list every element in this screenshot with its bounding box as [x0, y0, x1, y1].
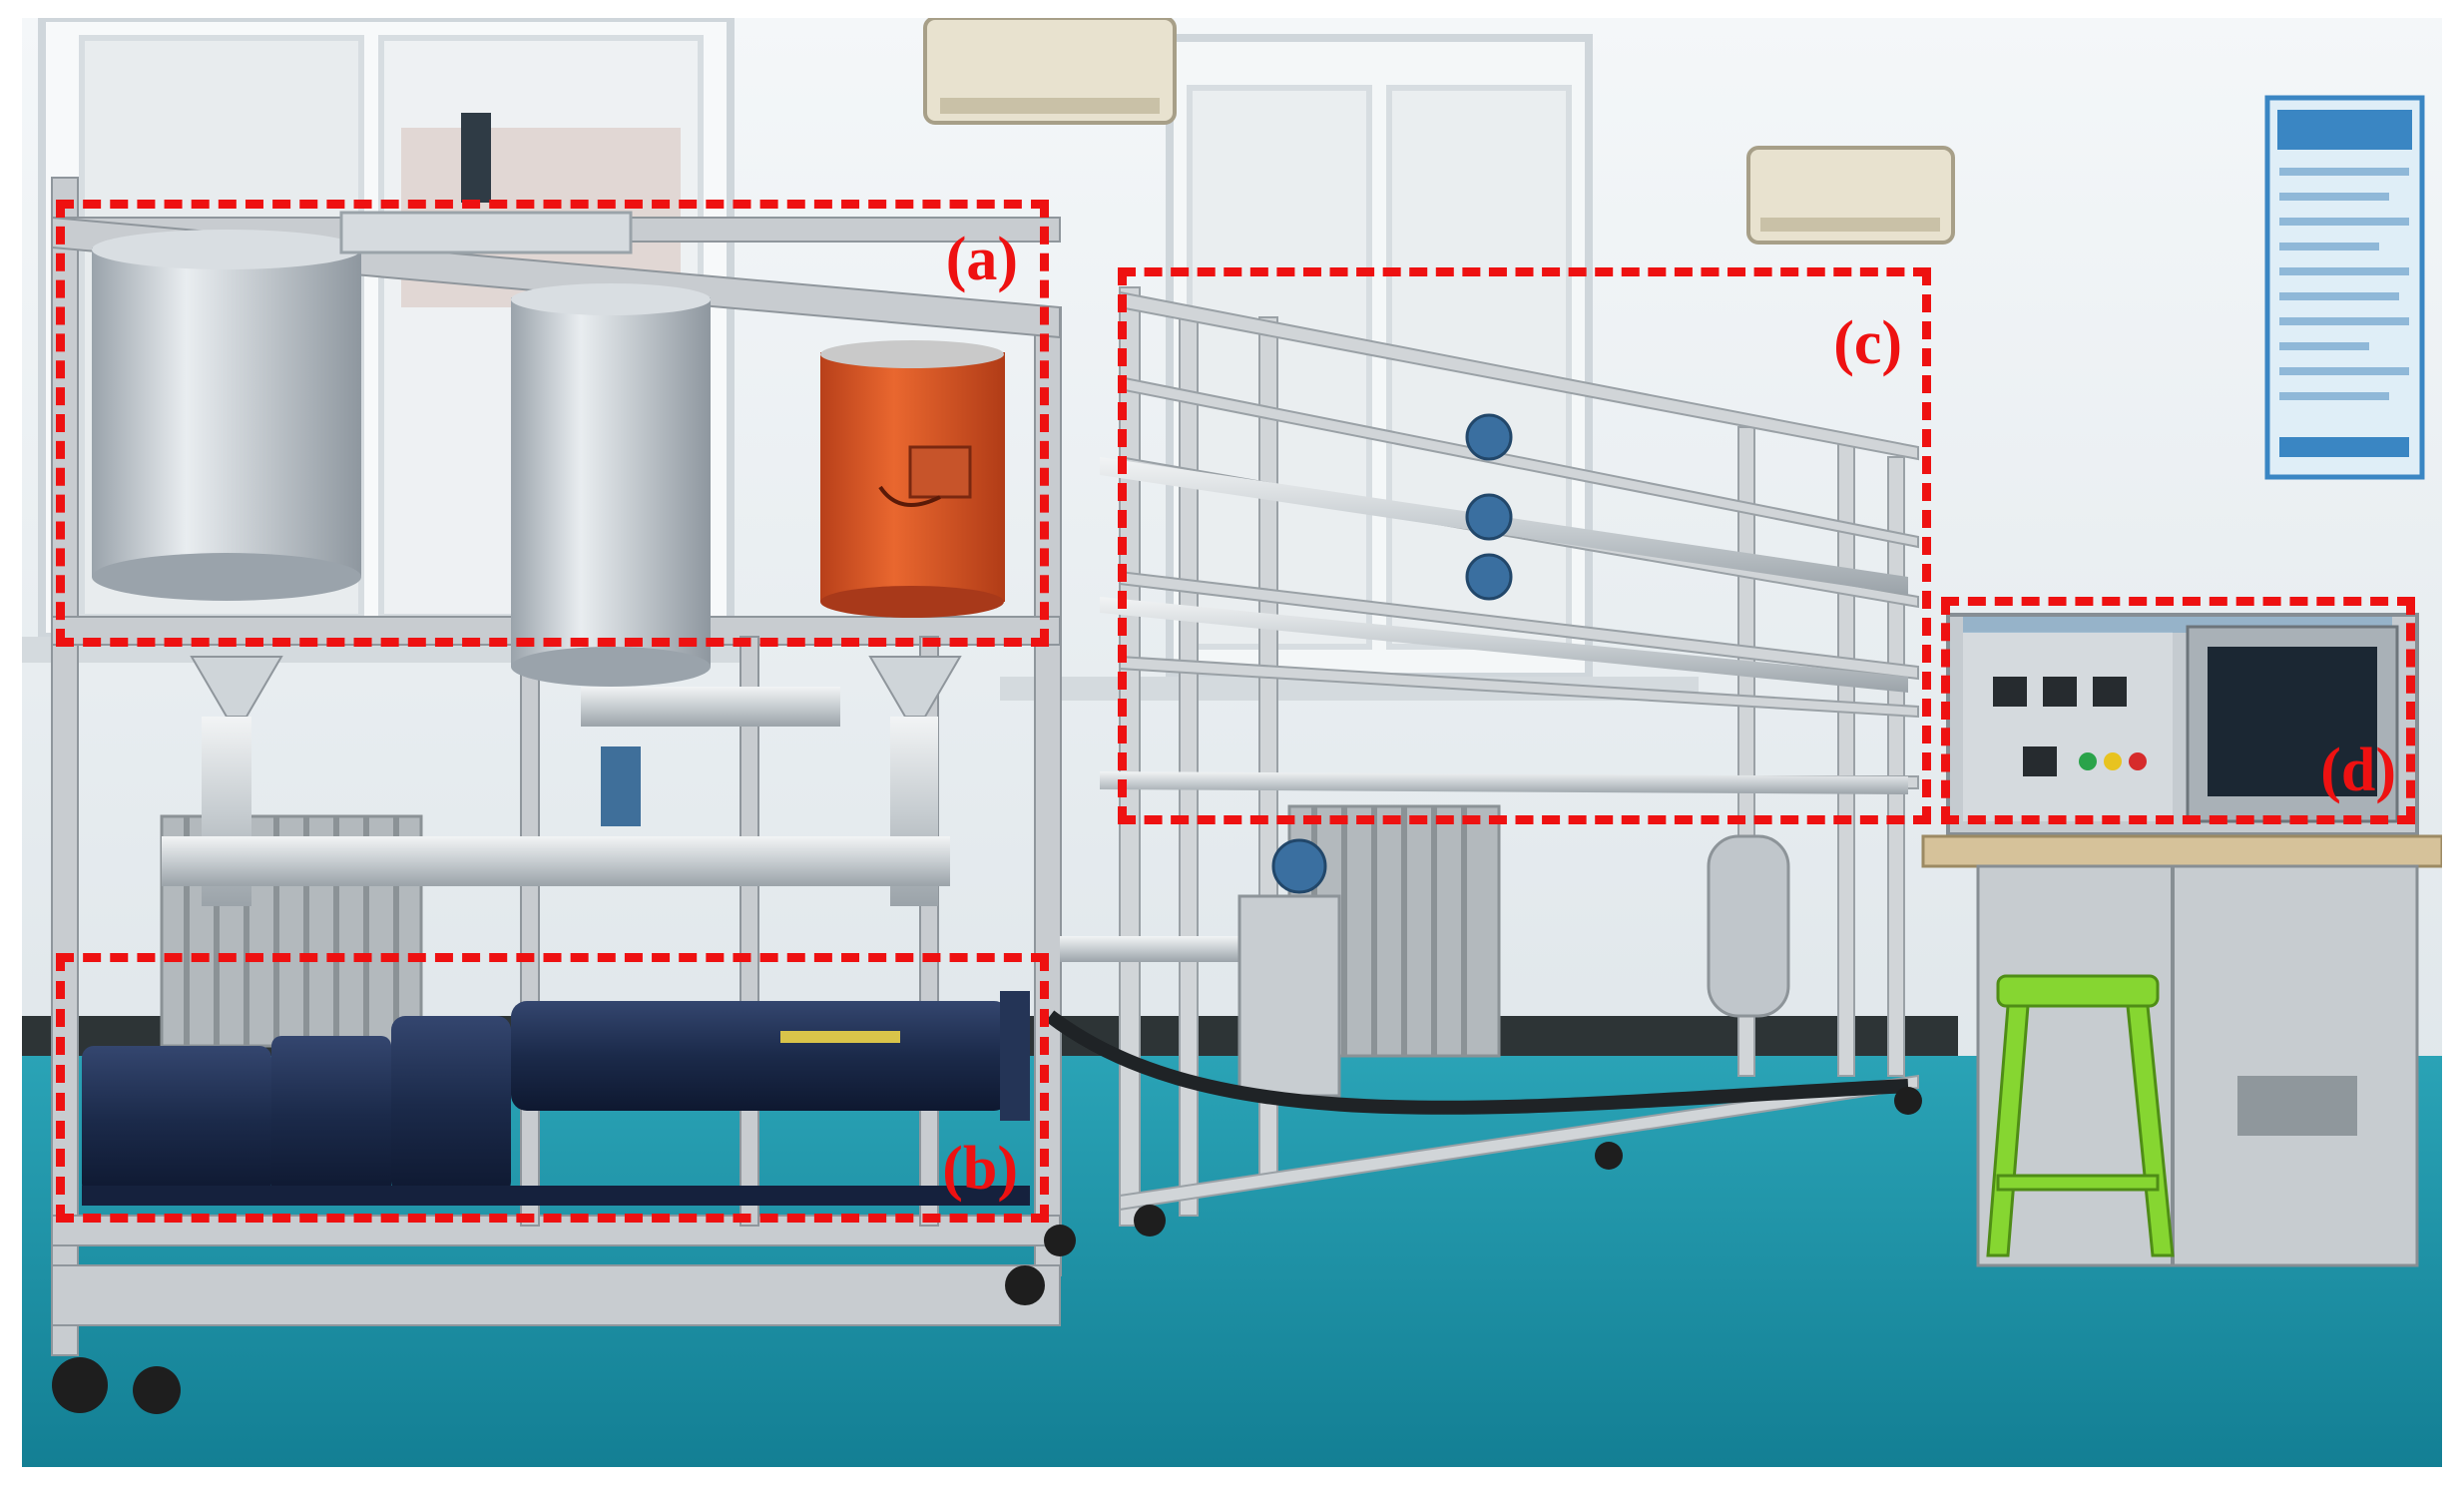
- insulated-pipe: [162, 687, 950, 906]
- storage-tank: [92, 230, 361, 601]
- pressure-gauge: [1271, 413, 1513, 894]
- region-a-label: (a): [945, 226, 1018, 293]
- wall-poster: [2264, 95, 2425, 480]
- desk: [1921, 834, 2442, 868]
- cabinet-base: [1976, 864, 2419, 1267]
- stool: [1986, 974, 2175, 1257]
- air-conditioner-icon: [1746, 146, 1955, 245]
- region-b-box: (b): [56, 953, 1049, 1223]
- tank-lid: [339, 211, 633, 254]
- heated-tank: [820, 340, 1005, 618]
- region-c-label: (c): [1833, 309, 1902, 377]
- region-b-label: (b): [942, 1135, 1018, 1203]
- caster: [52, 1225, 1076, 1414]
- region-a-box: (a): [56, 200, 1049, 647]
- region-d-box: (d): [1941, 597, 2415, 824]
- caster: [1134, 1087, 1922, 1237]
- region-c-box: (c): [1118, 267, 1931, 824]
- monitor-icon: [2186, 625, 2399, 823]
- sensor: [461, 113, 491, 203]
- air-conditioner-icon: [923, 18, 1177, 125]
- hose: [1045, 1010, 1909, 1115]
- storage-tank: [511, 283, 711, 687]
- region-d-label: (d): [2320, 737, 2396, 804]
- screw-pump: [82, 991, 1030, 1206]
- flow-meter: [1237, 834, 1790, 1098]
- lab-photo: [22, 18, 2442, 1467]
